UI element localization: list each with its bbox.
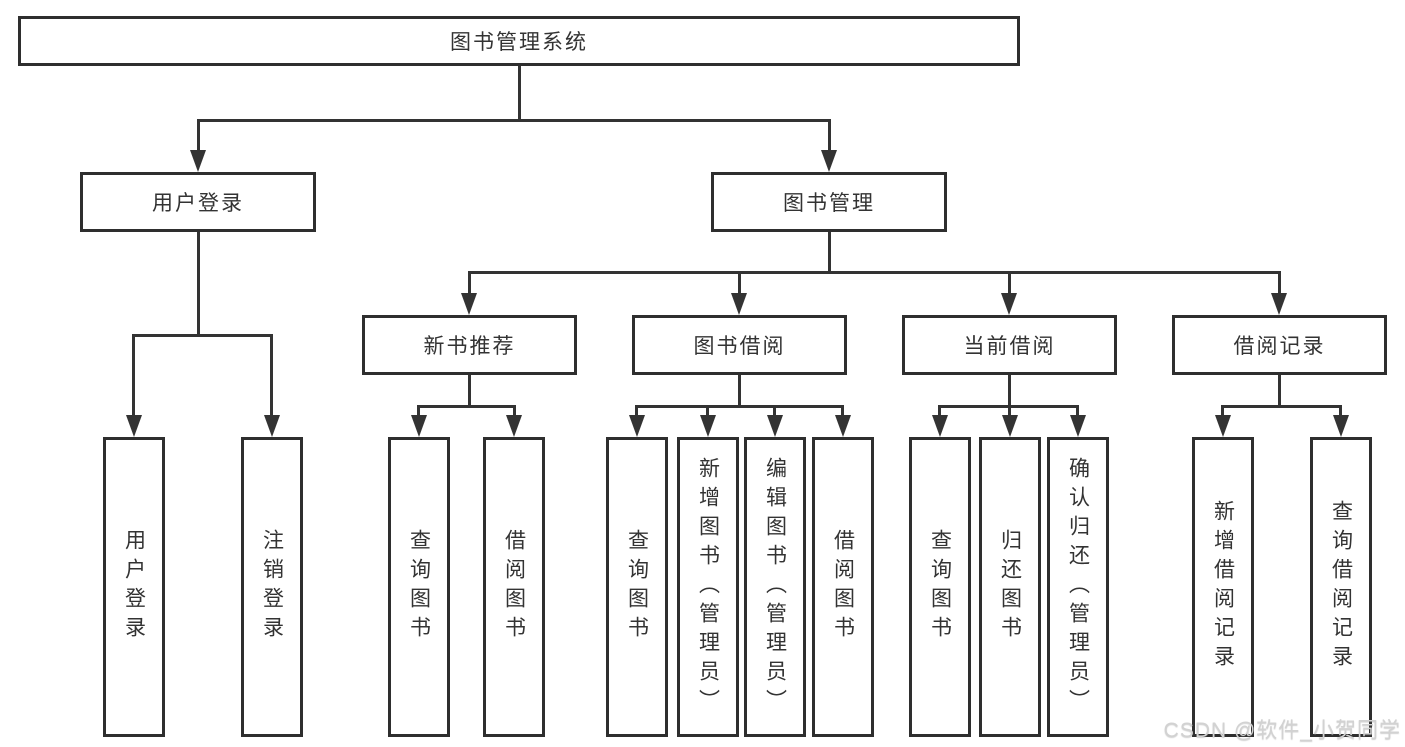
node-leaf-nb-query-book: 查询图书 (388, 437, 450, 737)
node-user-login-label: 用户登录 (152, 192, 244, 215)
connector-drop-bb-borrow (841, 405, 844, 417)
arrow-down-current-borrow (1001, 293, 1017, 315)
connector-drop-leaf-user-login (132, 334, 135, 417)
arrow-down-leaf-logout (264, 415, 280, 437)
connector-user-login-branch (132, 334, 273, 337)
arrow-down-book-borrow (731, 293, 747, 315)
arrow-down-bb-query (629, 415, 645, 437)
node-leaf-bb-query-book-label: 查询图书 (625, 529, 649, 645)
node-leaf-br-query-record: 查询借阅记录 (1310, 437, 1372, 737)
arrow-down-cb-return (1002, 415, 1018, 437)
connector-drop-new-book-rec (468, 271, 471, 295)
arrow-down-bb-borrow (835, 415, 851, 437)
arrow-down-br-query (1333, 415, 1349, 437)
connector-drop-cb-return (1008, 405, 1011, 417)
connector-borrow-record-stem (1278, 375, 1281, 408)
node-leaf-cb-query-book: 查询图书 (909, 437, 971, 737)
node-leaf-br-add-record-label: 新增借阅记录 (1211, 500, 1235, 674)
connector-user-login-stem (197, 232, 200, 336)
arrow-down-borrow-record (1271, 293, 1287, 315)
connector-root-branch (197, 119, 831, 122)
arrow-down-user-login (190, 150, 206, 172)
node-leaf-bb-edit-book: 编辑图书（管理员） (744, 437, 806, 737)
connector-drop-current-borrow (1008, 271, 1011, 295)
node-book-borrow: 图书借阅 (632, 315, 847, 375)
node-leaf-cb-confirm-return-label: 确认归还（管理员） (1066, 456, 1090, 718)
connector-drop-br-add (1221, 405, 1224, 417)
connector-drop-borrow-record (1278, 271, 1281, 295)
arrow-down-cb-confirm (1070, 415, 1086, 437)
node-leaf-cb-return-book-label: 归还图书 (998, 529, 1022, 645)
node-leaf-nb-query-book-label: 查询图书 (407, 529, 431, 645)
arrow-down-nb-query (411, 415, 427, 437)
node-root: 图书管理系统 (18, 16, 1020, 66)
connector-drop-bb-edit (773, 405, 776, 417)
node-leaf-bb-edit-book-label: 编辑图书（管理员） (763, 456, 787, 718)
connector-drop-cb-confirm (1076, 405, 1079, 417)
connector-drop-book-mgmt (828, 119, 831, 151)
node-leaf-nb-borrow-book-label: 借阅图书 (502, 529, 526, 645)
node-new-book-rec: 新书推荐 (362, 315, 577, 375)
node-borrow-record: 借阅记录 (1172, 315, 1387, 375)
node-book-borrow-label: 图书借阅 (693, 335, 786, 358)
arrow-down-book-mgmt (821, 150, 837, 172)
arrow-down-cb-query (932, 415, 948, 437)
connector-drop-book-borrow (738, 271, 741, 295)
connector-drop-nb-query (417, 405, 420, 417)
connector-drop-bb-add (706, 405, 709, 417)
node-leaf-user-login-label: 用户登录 (122, 529, 146, 645)
csdn-watermark: CSDN @软件_小贺同学 (1163, 719, 1401, 742)
node-root-label: 图书管理系统 (450, 31, 588, 54)
connector-drop-leaf-logout (270, 334, 273, 417)
arrow-down-leaf-user-login (126, 415, 142, 437)
connector-drop-bb-query (635, 405, 638, 417)
arrow-down-bb-add (700, 415, 716, 437)
node-leaf-bb-borrow-book-label: 借阅图书 (831, 529, 855, 645)
connector-drop-nb-borrow (513, 405, 516, 417)
node-current-borrow-label: 当前借阅 (963, 335, 1056, 358)
node-book-mgmt-label: 图书管理 (783, 192, 875, 215)
connector-borrow-record-branch (1221, 405, 1342, 408)
connector-new-book-rec-stem (468, 375, 471, 408)
node-leaf-logout-label: 注销登录 (260, 529, 284, 645)
node-borrow-record-label: 借阅记录 (1233, 335, 1326, 358)
arrow-down-br-add (1215, 415, 1231, 437)
connector-drop-br-query (1339, 405, 1342, 417)
arrow-down-new-book-rec (461, 293, 477, 315)
connector-current-borrow-stem (1008, 375, 1011, 408)
node-new-book-rec-label: 新书推荐 (423, 335, 516, 358)
node-leaf-br-query-record-label: 查询借阅记录 (1329, 500, 1353, 674)
connector-book-borrow-branch (635, 405, 844, 408)
arrow-down-nb-borrow (506, 415, 522, 437)
connector-drop-user-login (197, 119, 200, 151)
node-user-login: 用户登录 (80, 172, 316, 232)
connector-root-stem (518, 66, 521, 120)
node-leaf-bb-add-book-label: 新增图书（管理员） (696, 456, 720, 718)
node-leaf-bb-add-book: 新增图书（管理员） (677, 437, 739, 737)
node-leaf-nb-borrow-book: 借阅图书 (483, 437, 545, 737)
connector-new-book-rec-branch (417, 405, 516, 408)
node-leaf-bb-borrow-book: 借阅图书 (812, 437, 874, 737)
node-leaf-bb-query-book: 查询图书 (606, 437, 668, 737)
connector-book-mgmt-stem (828, 232, 831, 273)
node-leaf-cb-return-book: 归还图书 (979, 437, 1041, 737)
node-leaf-cb-confirm-return: 确认归还（管理员） (1047, 437, 1109, 737)
connector-book-borrow-stem (738, 375, 741, 408)
node-leaf-logout: 注销登录 (241, 437, 303, 737)
node-current-borrow: 当前借阅 (902, 315, 1117, 375)
node-leaf-user-login: 用户登录 (103, 437, 165, 737)
connector-book-mgmt-branch (468, 271, 1281, 274)
connector-drop-cb-query (938, 405, 941, 417)
node-leaf-br-add-record: 新增借阅记录 (1192, 437, 1254, 737)
arrow-down-bb-edit (767, 415, 783, 437)
node-book-mgmt: 图书管理 (711, 172, 947, 232)
node-leaf-cb-query-book-label: 查询图书 (928, 529, 952, 645)
